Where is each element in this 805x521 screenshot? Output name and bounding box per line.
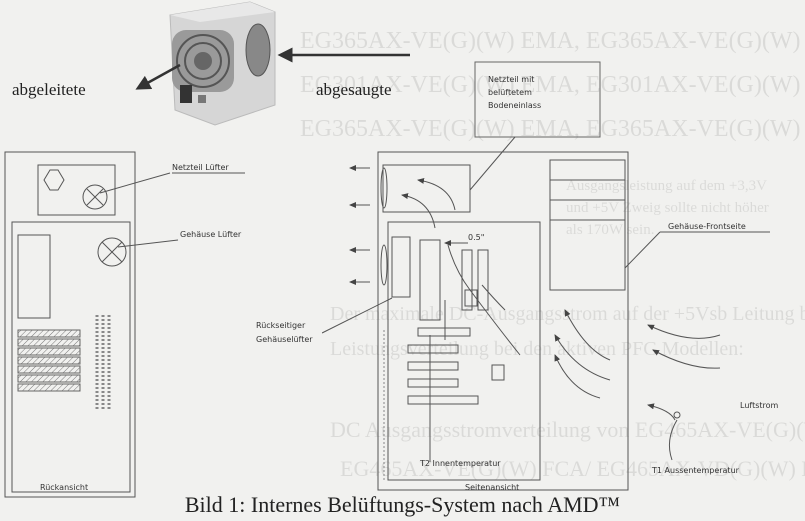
callout-line-1: Netzteil mit [488,75,534,84]
rear-fan-label-1: Rückseitiger [256,321,306,330]
side-view [254,151,770,491]
t2-label: T2 Innentemperatur [419,459,501,468]
callout-line-3: Bodeneinlass [488,101,541,110]
psu-fan-label: Netzteil Lüfter [172,163,229,172]
rear-view-title: Rückansicht [40,483,88,492]
case-front-label: Gehäuse-Frontseite [668,222,746,231]
bleed-text-3: EG365AX-VE(G)(W) EMA, EG365AX-VE(G)(W) E… [300,116,805,142]
case-fan-label: Gehäuse Lüfter [180,230,242,239]
power-supply-image [169,1,276,126]
psu-fan-icon [82,184,108,210]
rear-view [4,151,245,498]
bleed-text-6: Leistungsverteilung bei den aktiven PFC … [330,338,744,360]
rear-fan-label-2: Gehäuselüfter [256,335,313,344]
gap-label: 0.5" [468,233,484,242]
case-fan-icon [97,237,127,267]
bleed-text-7: DC Ausgangsstromverteilung von EG465AX-V… [330,417,805,442]
t1-label: T1 Aussentemperatur [651,466,740,475]
figure-caption: Bild 1: Internes Belüftungs-System nach … [184,492,621,517]
hexagon-icon [43,169,65,191]
airflow-arrows [349,165,721,421]
bleed-text-4: Ausgangsleistung auf dem +3,3V und +5V Z… [566,178,769,238]
psu-callout: Netzteil mit belüftetem Bodeneinlass [469,61,601,191]
side-view-title: Seitenansicht [465,483,519,492]
airflow-label: Luftstrom [740,401,779,410]
expansion-slots [17,329,81,392]
intake-label: abgesaugte [316,80,392,99]
callout-line-2: belüftetem [488,88,532,97]
exhaust-arrow [135,63,181,90]
bleed-text-8: EG465AX-VE(G)(W) FCA/ EG465AX-VD(G)(W) E… [340,456,805,481]
exhaust-label: abgeleitete [12,80,86,99]
bleed-text-2: EG301AX-VE(G)(W) EMA, EG301AX-VE(G)(W) [300,72,801,98]
bleed-text-1: EG365AX-VE(G)(W) EMA, EG365AX-VE(G)(W) F… [300,28,805,54]
